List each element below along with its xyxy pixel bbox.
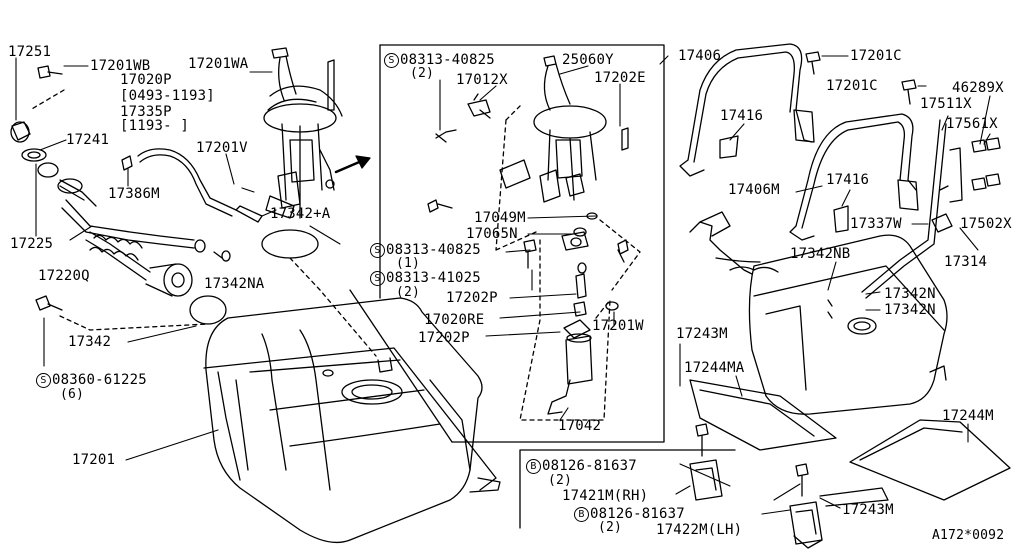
b-symbol: B	[526, 459, 541, 474]
label-17201W: 17201W	[592, 318, 644, 334]
label-17337W: 17337W	[850, 216, 902, 232]
label-17314: 17314	[944, 254, 988, 270]
label-17202P-lower: 17202P	[418, 330, 470, 346]
s-symbol: S	[370, 243, 385, 258]
label-17201WB: 17201WB	[90, 58, 151, 74]
part-number: 08313-40825	[400, 52, 495, 68]
label-17244MA: 17244MA	[684, 360, 745, 376]
label-17502X: 17502X	[960, 216, 1012, 232]
heat-shields	[689, 379, 1011, 507]
label-17406M: 17406M	[728, 182, 780, 198]
label-17020RE: 17020RE	[424, 312, 485, 328]
label-17342N-lower: 17342N	[884, 302, 936, 318]
label-17020P: 17020P	[120, 72, 172, 88]
label-17342NB: 17342NB	[790, 246, 851, 262]
fuel-tank-right	[689, 119, 1001, 415]
s-symbol: S	[36, 373, 51, 388]
label-qty-1: (1)	[396, 256, 421, 271]
label-46289X: 46289X	[952, 80, 1004, 96]
label-17342N-upper: 17342N	[884, 286, 936, 302]
leader-lines	[15, 55, 991, 515]
part-number: 08360-61225	[52, 372, 147, 388]
label-17201: 17201	[72, 452, 116, 468]
label-17416-top: 17416	[720, 108, 764, 124]
label-17406: 17406	[678, 48, 722, 64]
label-qty-2-bracket-upper: (2)	[548, 473, 573, 488]
label-17241: 17241	[66, 132, 110, 148]
part-number: 08313-40825	[386, 242, 481, 258]
label-17201C-mid: 17201C	[826, 78, 878, 94]
label-17386M: 17386M	[108, 186, 160, 202]
part-number: 08126-81637	[590, 506, 685, 522]
label-17416-mid: 17416	[826, 172, 870, 188]
label-17511X: 17511X	[920, 96, 972, 112]
label-17220Q: 17220Q	[38, 268, 90, 284]
filler-assembly	[10, 65, 263, 331]
part-number: 08313-41025	[386, 270, 481, 286]
label-17201V: 17201V	[196, 140, 248, 156]
label-17335P: 17335P	[120, 104, 172, 120]
label-qty-2-bracket-lower: (2)	[598, 520, 623, 535]
label-17243M-lower: 17243M	[842, 502, 894, 518]
label-date-0493-1193: [0493-1193]	[120, 88, 215, 104]
pump-exploded	[427, 55, 641, 421]
label-date-1193: [1193- ]	[120, 118, 190, 134]
label-17202E: 17202E	[594, 70, 646, 86]
lower-right-frame	[519, 449, 736, 529]
tank-straps	[679, 43, 919, 241]
label-qty-2-mid: (2)	[396, 285, 421, 300]
label-17342-A: 17342+A	[270, 206, 331, 222]
sender-unit-17020P	[261, 47, 377, 357]
label-17049M: 17049M	[474, 210, 526, 226]
label-17201WA: 17201WA	[188, 56, 249, 72]
s-symbol: S	[384, 53, 399, 68]
fuel-tank-17201	[203, 297, 501, 544]
label-17243M-upper: 17243M	[676, 326, 728, 342]
label-17225: 17225	[10, 236, 54, 252]
part-number: 08126-81637	[542, 458, 637, 474]
b-symbol: B	[574, 507, 589, 522]
label-17202P-upper: 17202P	[446, 290, 498, 306]
label-17244M: 17244M	[942, 408, 994, 424]
s-symbol: S	[370, 271, 385, 286]
brackets-17421M-17422M	[689, 423, 823, 549]
label-17342: 17342	[68, 334, 112, 350]
label-17421M-RH: 17421M(RH)	[562, 488, 649, 504]
label-qty-6: (6)	[60, 387, 85, 402]
diagram-reference: A172*0092	[932, 528, 1005, 543]
label-qty-2-top: (2)	[410, 66, 435, 81]
label-17012X: 17012X	[456, 72, 508, 88]
label-17042: 17042	[558, 418, 602, 434]
label-17065N: 17065N	[466, 226, 518, 242]
label-25060Y: 25060Y	[562, 52, 614, 68]
label-17201C-top: 17201C	[850, 48, 902, 64]
label-17342NA: 17342NA	[204, 276, 265, 292]
label-17251: 17251	[8, 44, 52, 60]
label-17561X: 17561X	[946, 116, 998, 132]
label-17422M-LH: 17422M(LH)	[656, 522, 743, 538]
